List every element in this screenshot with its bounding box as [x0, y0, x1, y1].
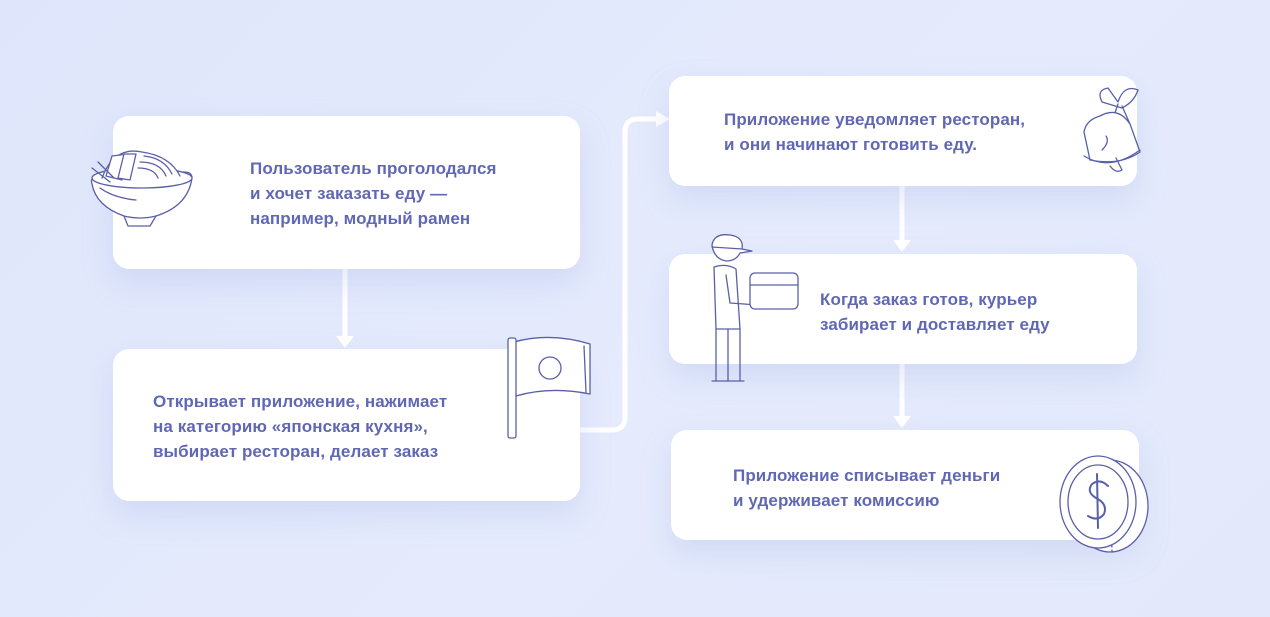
ramen-bowl-icon [90, 150, 193, 227]
step-1-text: Пользователь проголодался и хочет заказа… [250, 156, 497, 231]
step-4-line-1: Когда заказ готов, курьер [820, 290, 1038, 309]
step-card-2: Открывает приложение, нажимает на катего… [113, 349, 580, 501]
step-5-text: Приложение списывает деньги и удерживает… [733, 463, 1000, 513]
bell-icon [1083, 87, 1141, 172]
step-3-line-1: Приложение уведомляет ресторан, [724, 110, 1026, 129]
step-2-line-2: на категорию «японская кухня», [153, 417, 428, 436]
arrow-step2-to-step3 [577, 116, 663, 433]
arrowhead-right [656, 111, 670, 127]
arrowhead-down-3 [893, 416, 911, 428]
step-card-5: Приложение списывает деньги и удерживает… [671, 430, 1139, 540]
step-card-4: Когда заказ готов, курьер забирает и дос… [669, 254, 1137, 364]
step-card-3: Приложение уведомляет ресторан, и они на… [669, 76, 1137, 186]
arrowhead-down-1 [336, 336, 354, 348]
step-2-line-1: Открывает приложение, нажимает [153, 392, 448, 411]
courier-icon [711, 234, 799, 382]
step-3-text: Приложение уведомляет ресторан, и они на… [724, 107, 1025, 157]
step-2-text: Открывает приложение, нажимает на катего… [153, 389, 447, 464]
step-4-line-2: забирает и доставляет еду [820, 315, 1050, 334]
step-2-line-3: выбирает ресторан, делает заказ [153, 442, 439, 461]
step-card-1: Пользователь проголодался и хочет заказа… [113, 116, 580, 269]
step-1-line-2: и хочет заказать еду — [250, 184, 448, 203]
step-1-line-1: Пользователь проголодался [250, 159, 497, 178]
step-5-line-2: и удерживает комиссию [733, 491, 940, 510]
dollar-coin-icon [1059, 455, 1149, 553]
step-3-line-2: и они начинают готовить еду. [724, 135, 978, 154]
arrowhead-down-2 [893, 240, 911, 252]
step-5-line-1: Приложение списывает деньги [733, 466, 1001, 485]
flag-icon [507, 336, 591, 439]
step-1-line-3: например, модный рамен [250, 209, 471, 228]
step-4-text: Когда заказ готов, курьер забирает и дос… [820, 287, 1050, 337]
